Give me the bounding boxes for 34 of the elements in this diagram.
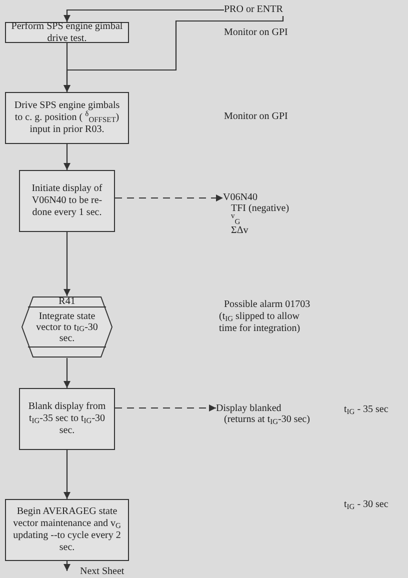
process-box (5, 22, 129, 43)
process-box (5, 92, 129, 144)
box-text: Initiate display of V06N40 to be re-done every 1 sec. (30, 183, 104, 219)
dashed-arrow (115, 404, 216, 412)
arrow (64, 9, 224, 22)
box-text: Perform SPS engine gimbal drive test. (10, 20, 124, 44)
arrow (64, 16, 284, 92)
display-item: ΣΔv (230, 225, 250, 236)
next-sheet-text: Next Sheet (80, 566, 124, 577)
alarm-note: Possible alarm 01703 (224, 299, 312, 311)
time-note: t$_{IG}$ - 35 sec (344, 404, 390, 416)
monitor-note: Monitor on GPI (224, 111, 289, 123)
routine-label: R41 (58, 296, 76, 307)
process-box (19, 170, 115, 232)
arrow (64, 144, 70, 170)
display-item: V06N40 (223, 192, 258, 203)
dashed-arrow (115, 194, 223, 202)
process-box (19, 388, 115, 450)
alarm-note: (t$_{IG}$ slipped to allow time for integration) (219, 311, 302, 335)
display-item: Display blanked (216, 403, 282, 414)
display-item: (returns at t$_{IG}$-30 sec) (223, 414, 308, 425)
box-text: Drive SPS engine gimbals to c. g. position ( $^{δ}$$_{OFFSET}$) input in prior R03. (13, 100, 121, 136)
arrow (64, 232, 70, 296)
box-text: Blank display from t$_{IG}$-35 sec to t$_{IG}$-30 sec. (27, 401, 107, 437)
arrow (64, 450, 70, 499)
box-text: Begin AVERAGEG state vector maintenance and v$_{G}$ updating --to cycle every 2 sec. (12, 506, 122, 554)
hexagon-text: Integrate state vector to t$_{IG}$-30 sec. (35, 310, 99, 344)
action-text: PRO or ENTR (224, 4, 284, 16)
arrow (64, 561, 70, 571)
time-note: t$_{IG}$ - 30 sec (344, 499, 390, 511)
process-box (5, 499, 129, 561)
display-item: TFI (negative) (230, 203, 290, 214)
arrow (64, 358, 70, 388)
monitor-note: Monitor on GPI (224, 27, 289, 39)
